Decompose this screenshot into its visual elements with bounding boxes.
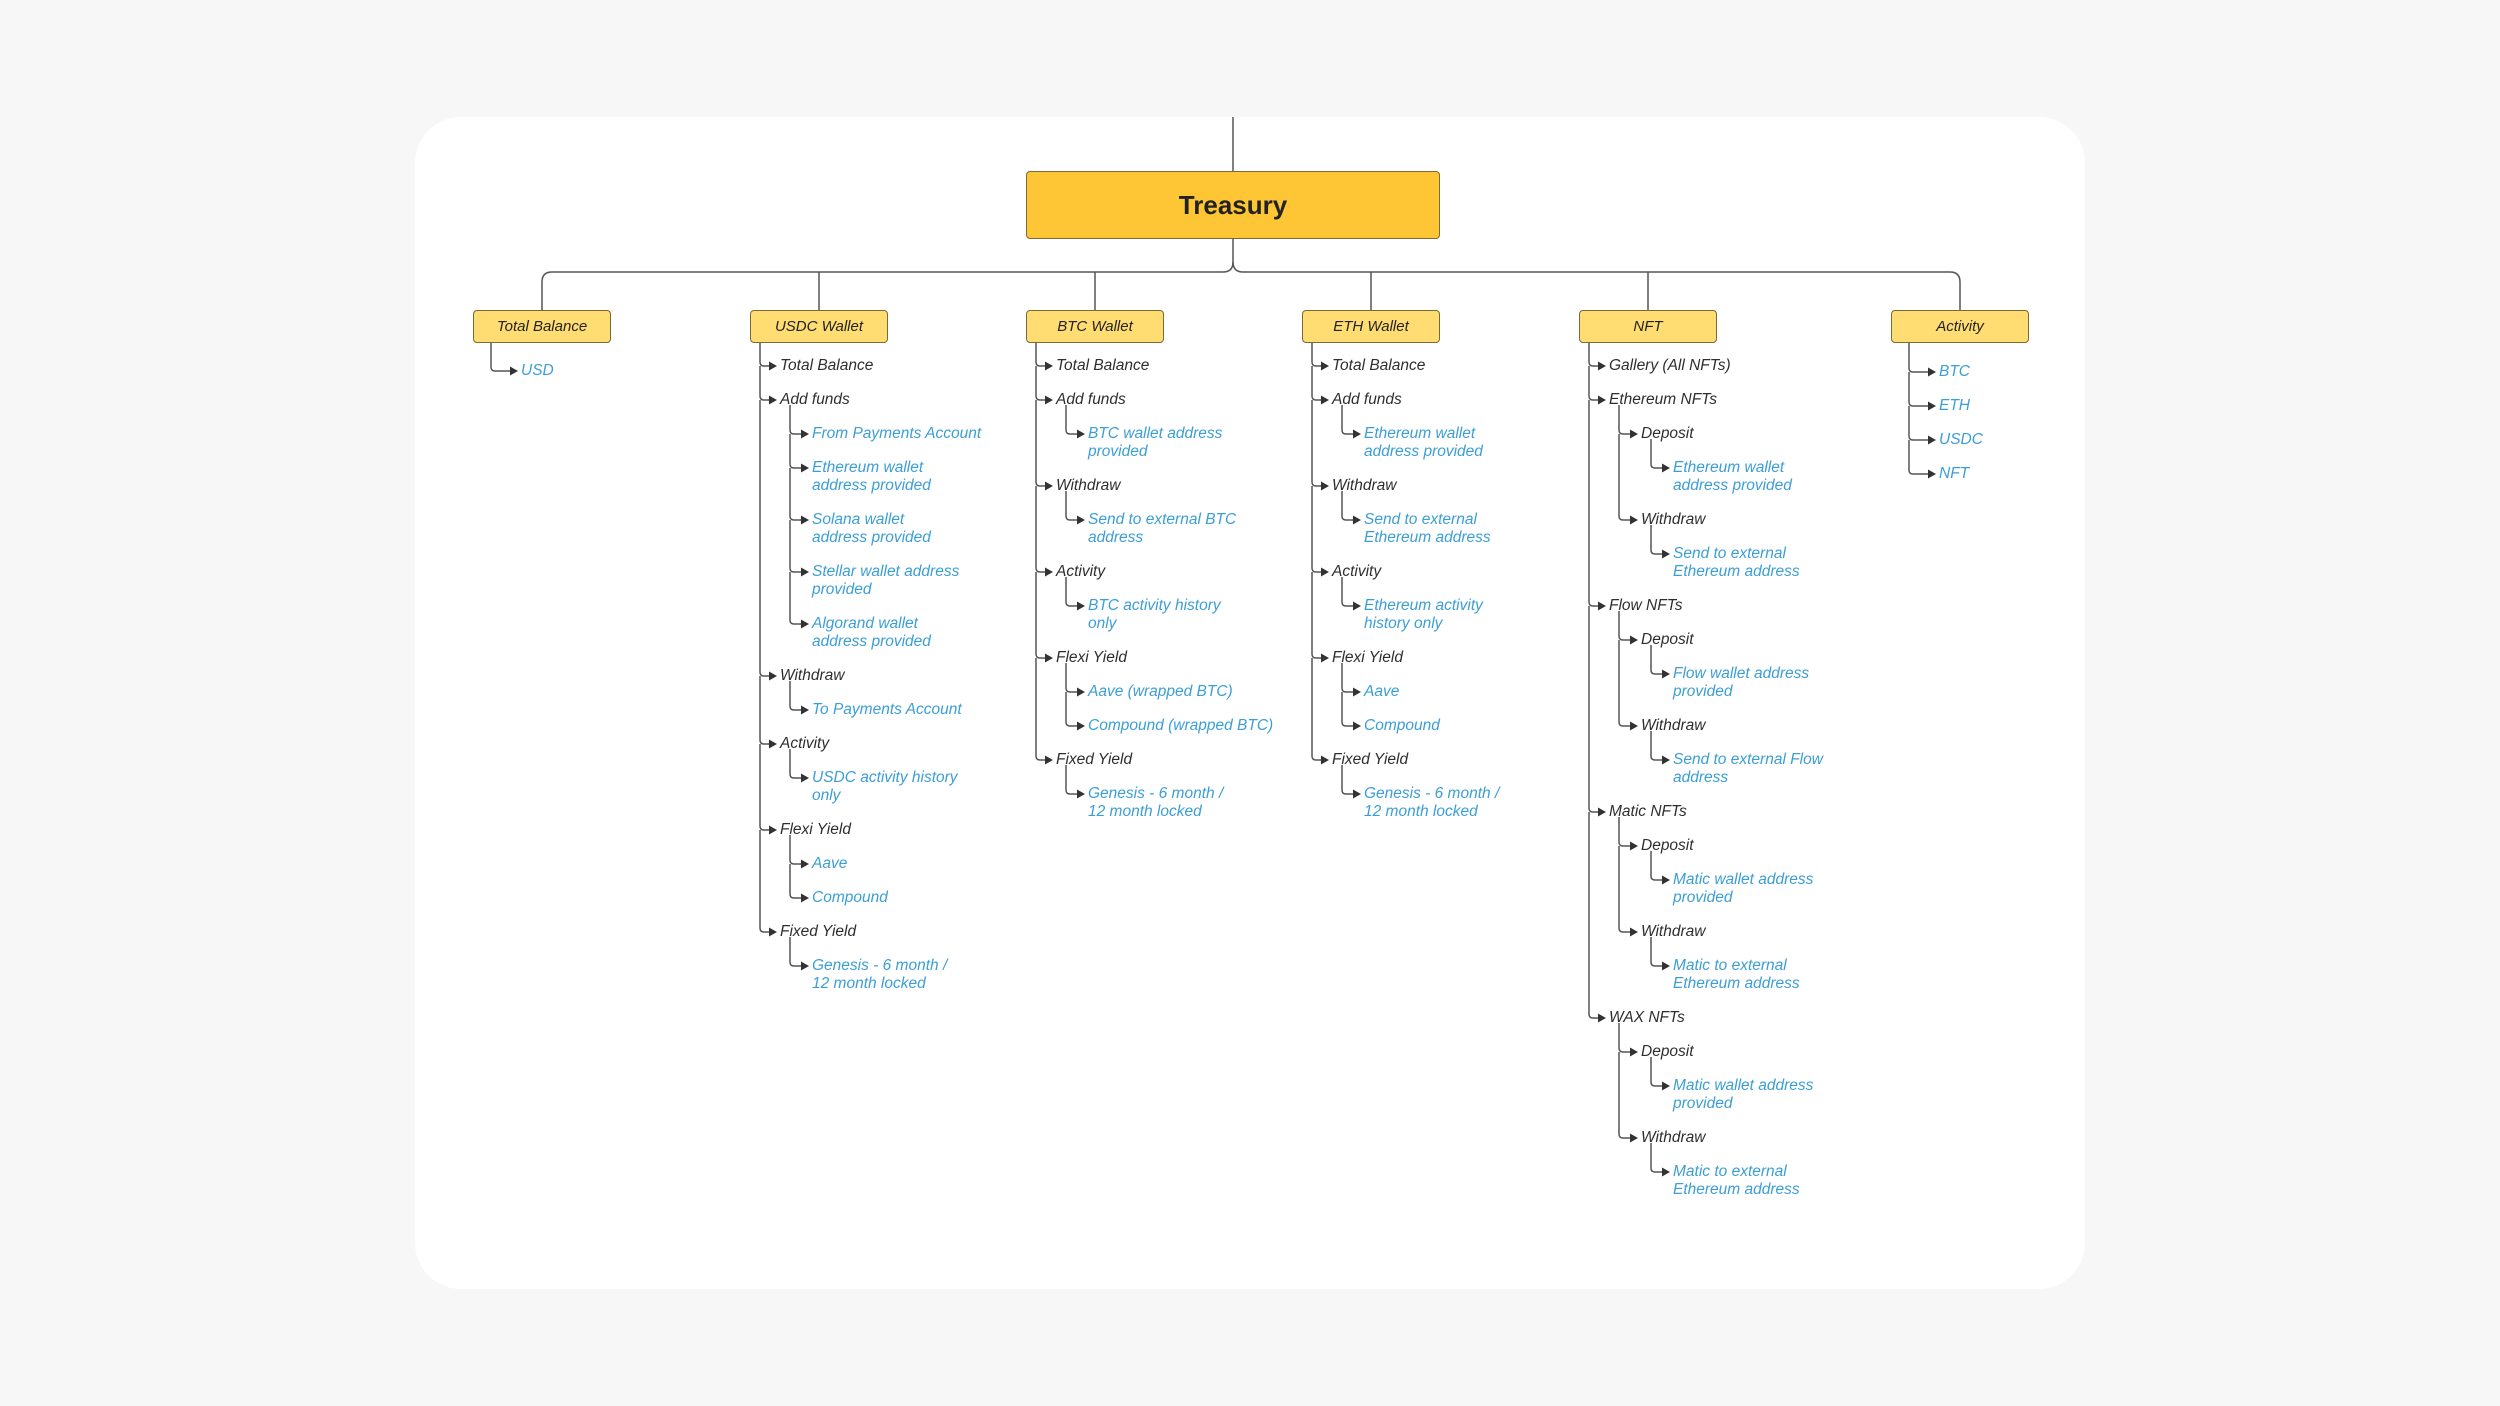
cat4-ethereum-nfts-deposit-0[interactable]: Deposit bbox=[1641, 425, 1694, 442]
category-btc-wallet[interactable]: BTC Wallet bbox=[1026, 310, 1164, 343]
cat2-withdraw-2[interactable]: Withdraw bbox=[1056, 477, 1121, 494]
cat3-activity-3[interactable]: Activity bbox=[1332, 563, 1382, 580]
cat2-total-balance-0[interactable]: Total Balance bbox=[1056, 357, 1150, 374]
cat3-activity-ethereum-activity-history-only-0[interactable]: Ethereum activity history only bbox=[1364, 597, 1483, 632]
cat4-wax-nfts-deposit-0[interactable]: Deposit bbox=[1641, 1043, 1694, 1060]
cat1-flexi-yield-compound-1[interactable]: Compound bbox=[812, 889, 888, 906]
cat2-fixed-yield-genesis-6-month-12-month-locked-0[interactable]: Genesis - 6 month / 12 month locked bbox=[1088, 785, 1224, 820]
cat3-add-funds-1[interactable]: Add funds bbox=[1332, 391, 1402, 408]
cat1-activity-usdc-activity-history-only-0[interactable]: USDC activity history only bbox=[812, 769, 958, 804]
category-activity[interactable]: Activity bbox=[1891, 310, 2029, 343]
cat1-fixed-yield-genesis-6-month-12-month-locked-0[interactable]: Genesis - 6 month / 12 month locked bbox=[812, 957, 948, 992]
cat4-matic-nfts-3[interactable]: Matic NFTs bbox=[1609, 803, 1687, 820]
cat5-usdc[interactable]: USDC bbox=[1939, 431, 1983, 448]
diagram-card bbox=[415, 117, 2085, 1289]
cat2-add-funds-1[interactable]: Add funds bbox=[1056, 391, 1126, 408]
cat4-wax-nfts-withdraw-1[interactable]: Withdraw bbox=[1641, 1129, 1706, 1146]
cat4-ethereum-nfts-1[interactable]: Ethereum NFTs bbox=[1609, 391, 1717, 408]
cat1-add-funds-solana-wallet-address-provided-2[interactable]: Solana wallet address provided bbox=[812, 511, 931, 546]
cat5-eth[interactable]: ETH bbox=[1939, 397, 1970, 414]
cat3-total-balance-0[interactable]: Total Balance bbox=[1332, 357, 1426, 374]
cat1-add-funds-stellar-wallet-address-provided-3[interactable]: Stellar wallet address provided bbox=[812, 563, 960, 598]
cat4-flow-nfts-deposit-0[interactable]: Deposit bbox=[1641, 631, 1694, 648]
cat4-flow-nfts-deposit-flow-wallet-address-provided-0[interactable]: Flow wallet address provided bbox=[1673, 665, 1810, 700]
cat3-withdraw-send-to-external-ethereum-address-0[interactable]: Send to external Ethereum address bbox=[1364, 511, 1491, 546]
category-usdc-wallet[interactable]: USDC Wallet bbox=[750, 310, 888, 343]
cat1-withdraw-to-payments-account-0[interactable]: To Payments Account bbox=[812, 701, 962, 718]
cat2-add-funds-btc-wallet-address-provided-0[interactable]: BTC wallet address provided bbox=[1088, 425, 1223, 460]
cat1-add-funds-from-payments-account-0[interactable]: From Payments Account bbox=[812, 425, 982, 442]
cat2-activity-3[interactable]: Activity bbox=[1056, 563, 1106, 580]
cat1-flexi-yield-aave-0[interactable]: Aave bbox=[812, 855, 848, 872]
cat5-btc[interactable]: BTC bbox=[1939, 363, 1970, 380]
cat4-wax-nfts-withdraw-matic-to-external-ethereum-address-0[interactable]: Matic to external Ethereum address bbox=[1673, 1163, 1800, 1198]
cat3-fixed-yield-5[interactable]: Fixed Yield bbox=[1332, 751, 1409, 768]
cat1-add-funds-ethereum-wallet-address-provided-1[interactable]: Ethereum wallet address provided bbox=[812, 459, 931, 494]
cat3-flexi-yield-compound-1[interactable]: Compound bbox=[1364, 717, 1440, 734]
cat1-add-funds-algorand-wallet-address-provided-4[interactable]: Algorand wallet address provided bbox=[812, 615, 931, 650]
cat4-matic-nfts-withdraw-1[interactable]: Withdraw bbox=[1641, 923, 1706, 940]
root-node-treasury[interactable]: Treasury bbox=[1026, 171, 1440, 239]
cat1-activity-3[interactable]: Activity bbox=[780, 735, 830, 752]
category-eth-wallet[interactable]: ETH Wallet bbox=[1302, 310, 1440, 343]
cat2-flexi-yield-4[interactable]: Flexi Yield bbox=[1056, 649, 1127, 666]
cat3-add-funds-ethereum-wallet-address-provided-0[interactable]: Ethereum wallet address provided bbox=[1364, 425, 1483, 460]
cat2-flexi-yield-aave-wrapped-btc-0[interactable]: Aave (wrapped BTC) bbox=[1088, 683, 1233, 700]
cat1-total-balance-0[interactable]: Total Balance bbox=[780, 357, 874, 374]
category-nft[interactable]: NFT bbox=[1579, 310, 1717, 343]
cat3-withdraw-2[interactable]: Withdraw bbox=[1332, 477, 1397, 494]
cat0-usd[interactable]: USD bbox=[521, 362, 554, 379]
cat4-flow-nfts-withdraw-1[interactable]: Withdraw bbox=[1641, 717, 1706, 734]
cat4-ethereum-nfts-deposit-ethereum-wallet-address-provided-0[interactable]: Ethereum wallet address provided bbox=[1673, 459, 1792, 494]
cat1-withdraw-2[interactable]: Withdraw bbox=[780, 667, 845, 684]
cat1-flexi-yield-4[interactable]: Flexi Yield bbox=[780, 821, 851, 838]
cat5-nft[interactable]: NFT bbox=[1939, 465, 1970, 482]
cat4-ethereum-nfts-withdraw-1[interactable]: Withdraw bbox=[1641, 511, 1706, 528]
cat4-matic-nfts-withdraw-matic-to-external-ethereum-address-0[interactable]: Matic to external Ethereum address bbox=[1673, 957, 1800, 992]
cat4-wax-nfts-4[interactable]: WAX NFTs bbox=[1609, 1009, 1685, 1026]
cat4-flow-nfts-2[interactable]: Flow NFTs bbox=[1609, 597, 1683, 614]
cat3-flexi-yield-aave-0[interactable]: Aave bbox=[1364, 683, 1400, 700]
cat4-gallery-all-nfts-0[interactable]: Gallery (All NFTs) bbox=[1609, 357, 1731, 374]
cat4-wax-nfts-deposit-matic-wallet-address-provided-0[interactable]: Matic wallet address provided bbox=[1673, 1077, 1814, 1112]
cat1-add-funds-1[interactable]: Add funds bbox=[780, 391, 850, 408]
cat4-flow-nfts-withdraw-send-to-external-flow-address-0[interactable]: Send to external Flow address bbox=[1673, 751, 1823, 786]
cat3-flexi-yield-4[interactable]: Flexi Yield bbox=[1332, 649, 1403, 666]
cat4-ethereum-nfts-withdraw-send-to-external-ethereum-address-0[interactable]: Send to external Ethereum address bbox=[1673, 545, 1800, 580]
cat3-fixed-yield-genesis-6-month-12-month-locked-0[interactable]: Genesis - 6 month / 12 month locked bbox=[1364, 785, 1500, 820]
cat2-activity-btc-activity-history-only-0[interactable]: BTC activity history only bbox=[1088, 597, 1221, 632]
category-total-balance[interactable]: Total Balance bbox=[473, 310, 611, 343]
cat2-flexi-yield-compound-wrapped-btc-1[interactable]: Compound (wrapped BTC) bbox=[1088, 717, 1274, 734]
cat4-matic-nfts-deposit-0[interactable]: Deposit bbox=[1641, 837, 1694, 854]
cat1-fixed-yield-5[interactable]: Fixed Yield bbox=[780, 923, 857, 940]
cat2-withdraw-send-to-external-btc-address-0[interactable]: Send to external BTC address bbox=[1088, 511, 1237, 546]
cat2-fixed-yield-5[interactable]: Fixed Yield bbox=[1056, 751, 1133, 768]
cat4-matic-nfts-deposit-matic-wallet-address-provided-0[interactable]: Matic wallet address provided bbox=[1673, 871, 1814, 906]
